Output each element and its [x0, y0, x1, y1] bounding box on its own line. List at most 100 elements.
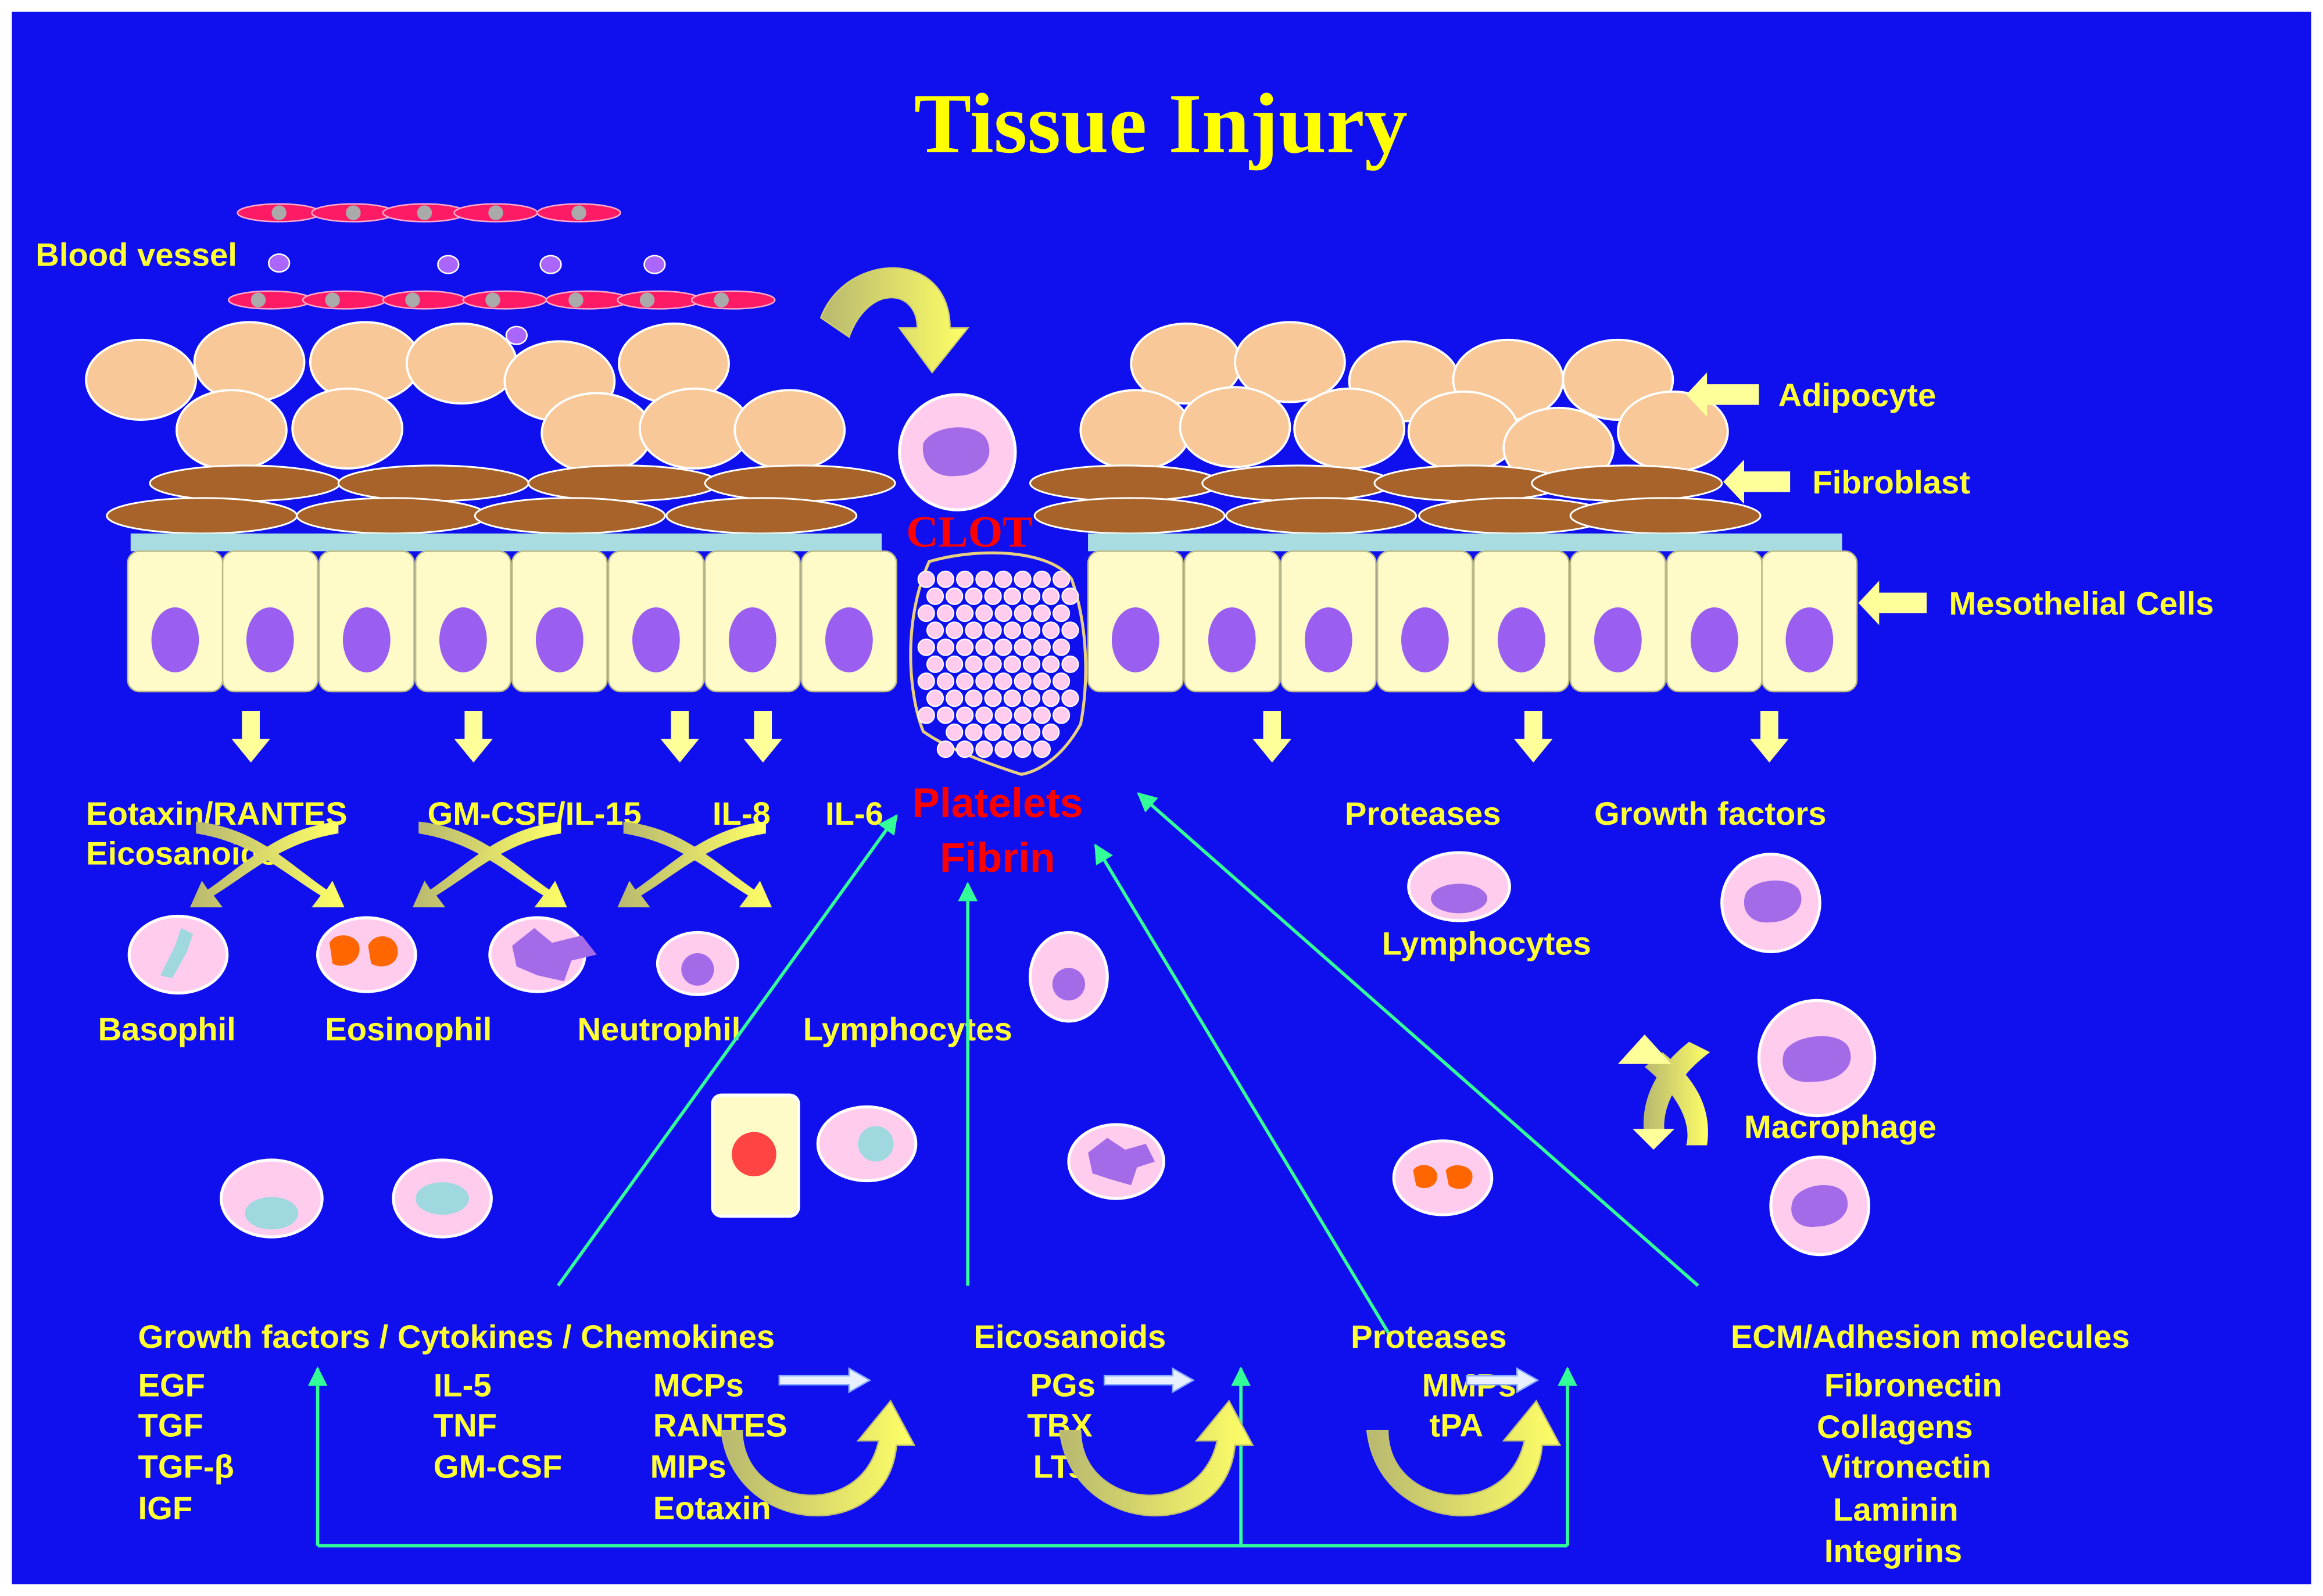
macrophage-label: Macrophage	[1744, 1108, 1937, 1145]
platelet	[1022, 587, 1041, 605]
fibroblast-cell	[149, 464, 341, 502]
mesothelial-nucleus	[439, 607, 487, 672]
platelet	[926, 587, 944, 605]
platelet	[917, 570, 935, 588]
endothelial-nucleus	[488, 205, 503, 220]
platelet	[1022, 655, 1041, 673]
endothelial-nucleus	[346, 205, 361, 220]
fibroblast-cell	[474, 497, 666, 535]
growth-factors-top-label: Growth factors	[1594, 795, 1827, 832]
endothelial-cell	[302, 290, 387, 310]
endothelial-cell	[382, 290, 467, 310]
platelet	[975, 672, 993, 690]
lymphocyte-cell-right	[1407, 851, 1511, 922]
platelet	[926, 655, 944, 673]
endothelial-nucleus	[271, 205, 287, 220]
down-arrow	[660, 710, 699, 763]
mesothelial-nucleus	[1497, 607, 1545, 672]
platelet	[946, 621, 964, 639]
list-item: Vitronectin	[1821, 1448, 1991, 1485]
platelet	[984, 689, 1002, 707]
lymphocyte-cell-small	[656, 931, 739, 996]
adipocyte-cell	[638, 387, 751, 470]
fibroblast-cell	[1029, 464, 1221, 502]
clot-label: CLOT	[906, 507, 1032, 557]
adipocyte-arrow	[1686, 372, 1759, 417]
lymphocytes-right-label: Lymphocytes	[1382, 925, 1591, 962]
macrophage-cell-top	[898, 393, 1017, 511]
platelet	[1003, 587, 1021, 605]
autocrine-arrow	[1059, 1400, 1254, 1517]
platelet	[917, 706, 935, 724]
leukocyte-in-vessel	[539, 255, 562, 274]
autocrine-curved-arrows	[720, 1400, 1562, 1517]
platelet	[1053, 672, 1071, 690]
mesothelial-nucleus	[729, 607, 776, 672]
platelet	[936, 740, 954, 758]
fibroblast-cell	[1201, 464, 1394, 502]
neutrophil-cell-lower	[1067, 1123, 1165, 1200]
gmcsf-il15-label: GM-CSF/IL-15	[428, 795, 642, 832]
platelet	[1053, 706, 1071, 724]
down-arrow	[743, 710, 782, 763]
platelet	[936, 570, 954, 588]
lymphocyte-cell-mid	[1028, 931, 1109, 1023]
leukocyte-in-vessel	[267, 253, 291, 273]
down-arrow	[1750, 710, 1789, 763]
platelet	[994, 706, 1012, 724]
platelet	[1022, 689, 1041, 707]
down-arrow	[1252, 710, 1291, 763]
platelet	[975, 638, 993, 656]
chemotaxis-cross-arrow	[413, 821, 567, 908]
mesothelial-layer	[127, 533, 1858, 693]
page-title: Tissue Injury	[914, 76, 1408, 171]
mast-cell-lower-3	[816, 1105, 918, 1183]
basement-membrane-right	[1088, 533, 1842, 552]
gf-header: Growth factors / Cytokines / Chemokines	[138, 1318, 775, 1355]
platelet	[917, 604, 935, 622]
platelet	[994, 570, 1012, 588]
fibroblast-cell	[527, 464, 720, 502]
fibroblast-cell	[704, 464, 896, 502]
eosinophil-cell	[316, 916, 417, 993]
platelet	[1061, 689, 1079, 707]
adipocyte-cell	[1234, 321, 1346, 403]
basophil-cell	[127, 914, 229, 995]
mesothelial-nucleus	[1111, 607, 1159, 672]
platelet	[917, 672, 935, 690]
platelet	[984, 655, 1002, 673]
platelet	[956, 740, 974, 758]
background	[12, 12, 2311, 1584]
neutrophil-label: Neutrophil	[578, 1011, 741, 1047]
fibroblast-cell	[106, 497, 298, 535]
platelet	[1022, 723, 1041, 741]
platelet	[926, 689, 944, 707]
list-item: MCPs	[653, 1367, 744, 1404]
fibroblast-arrow	[1723, 459, 1791, 504]
list-item: TGF	[138, 1407, 203, 1444]
platelet	[975, 570, 993, 588]
mesothelial-nucleus	[632, 607, 680, 672]
platelet	[965, 655, 983, 673]
macrophage-cell-right-1	[1720, 853, 1821, 953]
endothelial-cell	[462, 290, 547, 310]
platelet	[984, 621, 1002, 639]
down-arrows	[231, 710, 1789, 763]
platelet	[984, 723, 1002, 741]
platelet	[975, 740, 993, 758]
adipocyte-cell	[1179, 386, 1291, 468]
autocrine-arrow	[1366, 1400, 1562, 1517]
list-item: TNF	[434, 1407, 497, 1444]
fibroblast-cell	[1531, 464, 1723, 502]
endothelial-nucleus	[325, 292, 340, 307]
platelet	[956, 638, 974, 656]
mesothelial-nucleus	[535, 607, 584, 672]
list-item: Eotaxin	[653, 1490, 771, 1526]
adipocyte-cell	[1407, 390, 1520, 473]
endothelial-nucleus	[405, 292, 420, 307]
endothelial-nucleus	[568, 292, 584, 307]
list-item: IL-5	[434, 1367, 492, 1404]
list-item: EGF	[138, 1367, 205, 1404]
adipocyte-cell	[291, 387, 404, 470]
